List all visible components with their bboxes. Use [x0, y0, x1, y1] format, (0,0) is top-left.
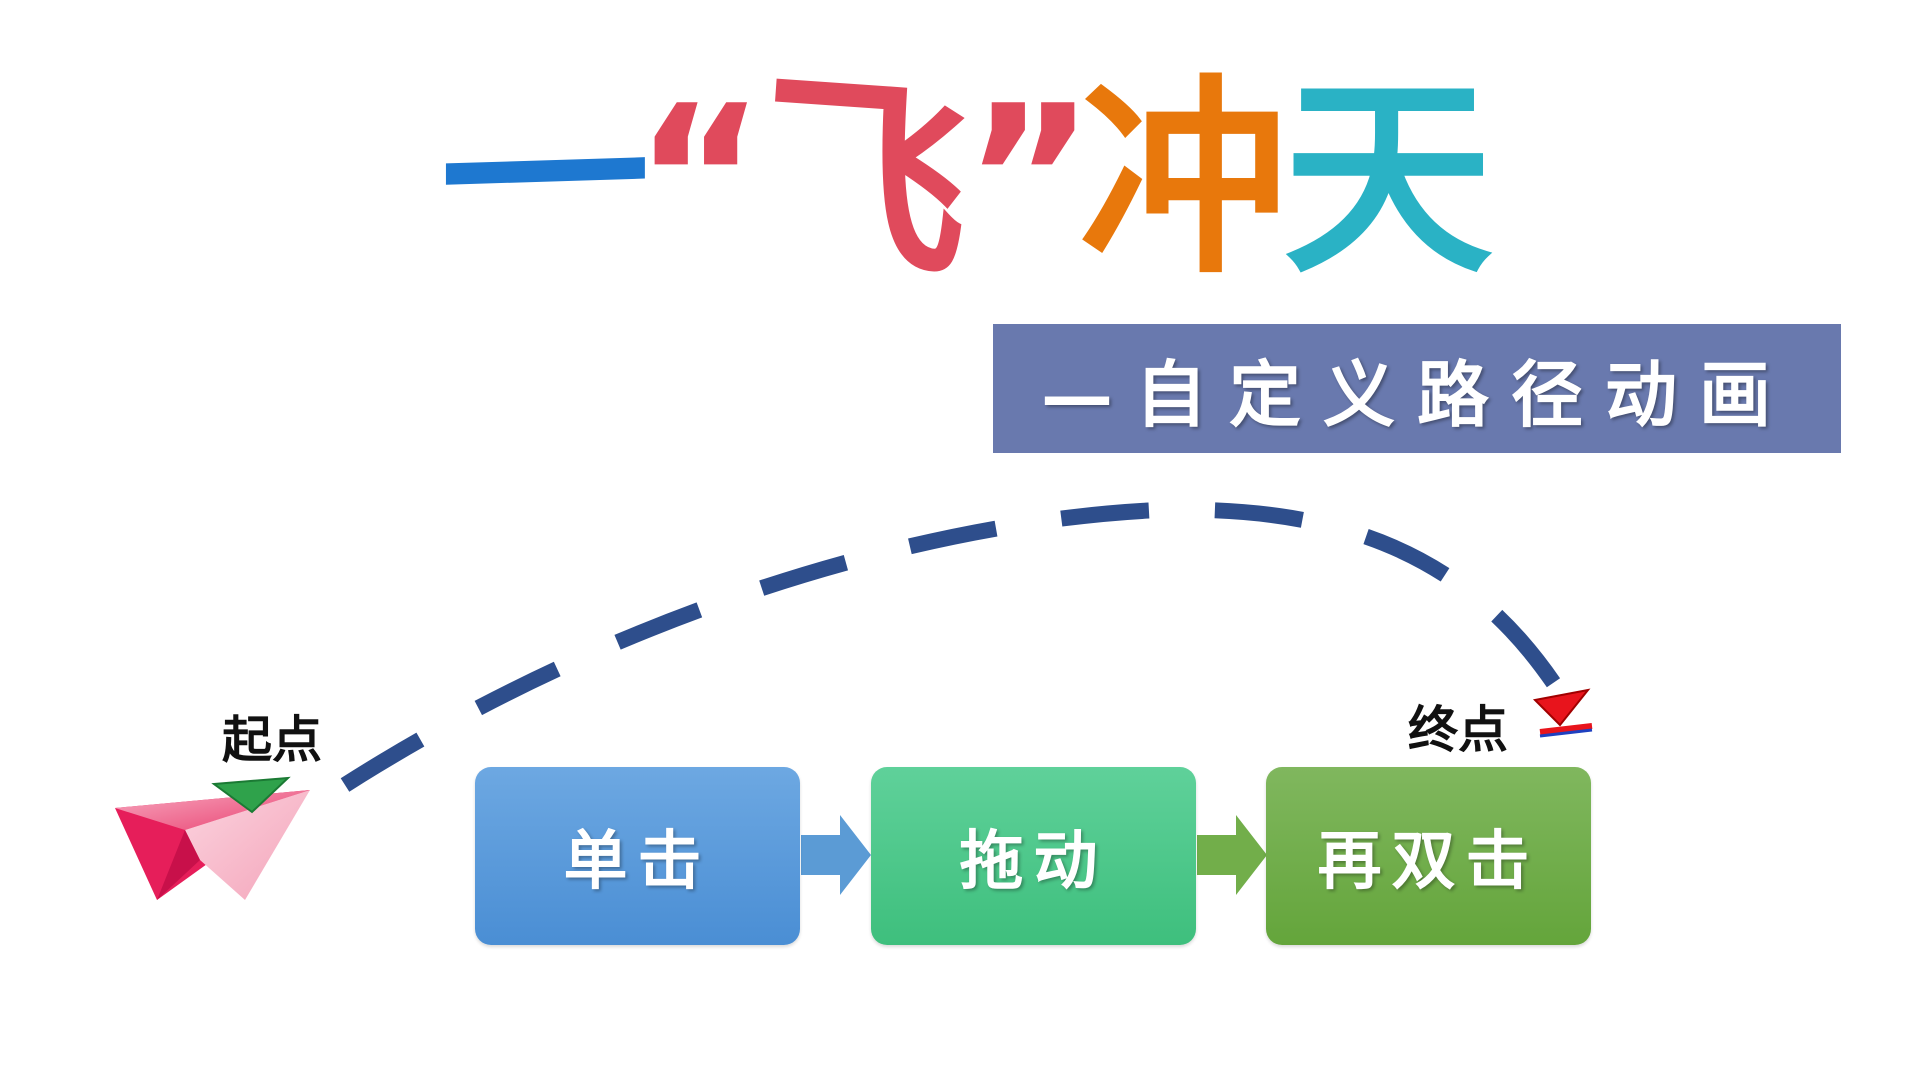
- step-box-click: 单击: [475, 767, 800, 945]
- page-title: 一 “ 飞 ” 冲 天: [440, 50, 1493, 309]
- paper-plane-icon: [115, 790, 310, 900]
- step-label: 单击: [563, 824, 712, 899]
- title-char-4: 天: [1282, 57, 1493, 302]
- title-char-3: 冲: [1078, 57, 1289, 302]
- step-label: 再双击: [1317, 824, 1540, 899]
- title-close-quote: ”: [963, 63, 1094, 296]
- end-marker-icon: [1532, 688, 1593, 738]
- start-marker-icon: [211, 776, 291, 814]
- subtitle-text: —自定义路径动画: [1040, 352, 1793, 437]
- end-point-label: 终点: [1408, 701, 1508, 759]
- title-open-quote: “: [634, 63, 765, 296]
- step-box-drag: 拖动: [871, 767, 1196, 945]
- subtitle-banner: —自定义路径动画: [993, 324, 1841, 453]
- motion-path-dashed-curve: [340, 501, 1562, 792]
- step-box-double-click: 再双击: [1266, 767, 1591, 945]
- step-label: 拖动: [959, 824, 1108, 899]
- start-point-label: 起点: [222, 711, 322, 769]
- flow-arrow-1: [801, 815, 871, 895]
- flow-arrow-2: [1197, 815, 1267, 895]
